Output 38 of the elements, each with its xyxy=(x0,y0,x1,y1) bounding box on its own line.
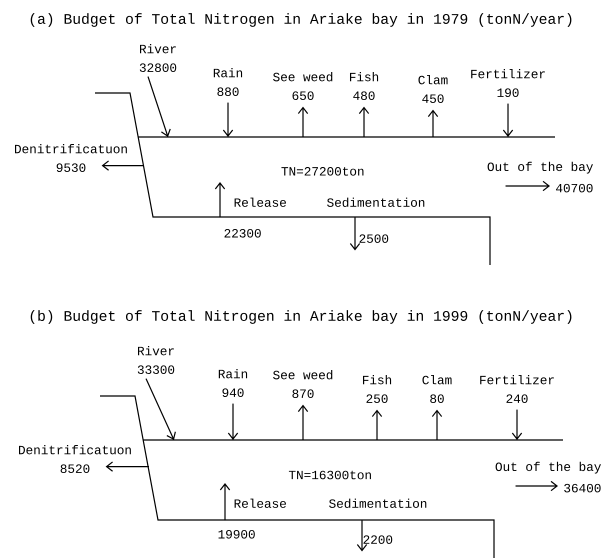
arrow xyxy=(298,106,308,137)
flow-label: Fish 250 xyxy=(363,375,392,403)
flow-label: See weed 650 xyxy=(273,72,332,100)
arrow xyxy=(298,404,308,440)
arrow xyxy=(428,110,438,137)
arrow xyxy=(432,410,442,440)
flow-label: Clam 450 xyxy=(418,75,448,103)
flow-label: Rain 940 xyxy=(218,369,248,397)
arrow xyxy=(145,378,176,440)
arrow xyxy=(358,106,370,137)
arrow xyxy=(506,180,550,192)
arrow xyxy=(102,160,144,171)
flow-label: Clam 80 xyxy=(422,375,452,403)
flow-label: Fertilizer 190 xyxy=(471,69,545,97)
flow-label: River 33300 xyxy=(138,346,174,374)
arrow xyxy=(372,410,382,440)
arrow xyxy=(356,520,368,552)
arrow xyxy=(516,480,558,492)
arrow xyxy=(214,182,226,218)
flow-label: Rain 880 xyxy=(214,68,242,96)
arrow xyxy=(222,102,234,137)
panel-title: (a) Budget of Total Nitrogen in Ariake bay in 1979 (tonN/year) xyxy=(30,13,572,27)
arrow xyxy=(512,410,522,440)
arrow xyxy=(220,483,230,521)
arrow xyxy=(147,76,171,137)
flow-label: Out of the bay 40700 xyxy=(488,162,593,192)
flow-label: See weed 870 xyxy=(273,370,332,398)
flow-label: Fertilizer 240 xyxy=(480,375,554,403)
arrow xyxy=(106,461,149,472)
arrow xyxy=(228,404,238,440)
arrow xyxy=(350,218,360,250)
flow-label: Fish 480 xyxy=(350,72,378,100)
flow-label: Denitrificatuon 9530 xyxy=(15,144,127,172)
flow-label: Out of the bay 36400 xyxy=(496,462,601,492)
flow-label: River 32800 xyxy=(140,44,176,72)
arrow xyxy=(502,104,514,137)
flow-label: Denitrificatuon 8520 xyxy=(19,445,131,473)
panel-title: (b) Budget of Total Nitrogen in Ariake bay in 1999 (tonN/year) xyxy=(30,310,572,324)
